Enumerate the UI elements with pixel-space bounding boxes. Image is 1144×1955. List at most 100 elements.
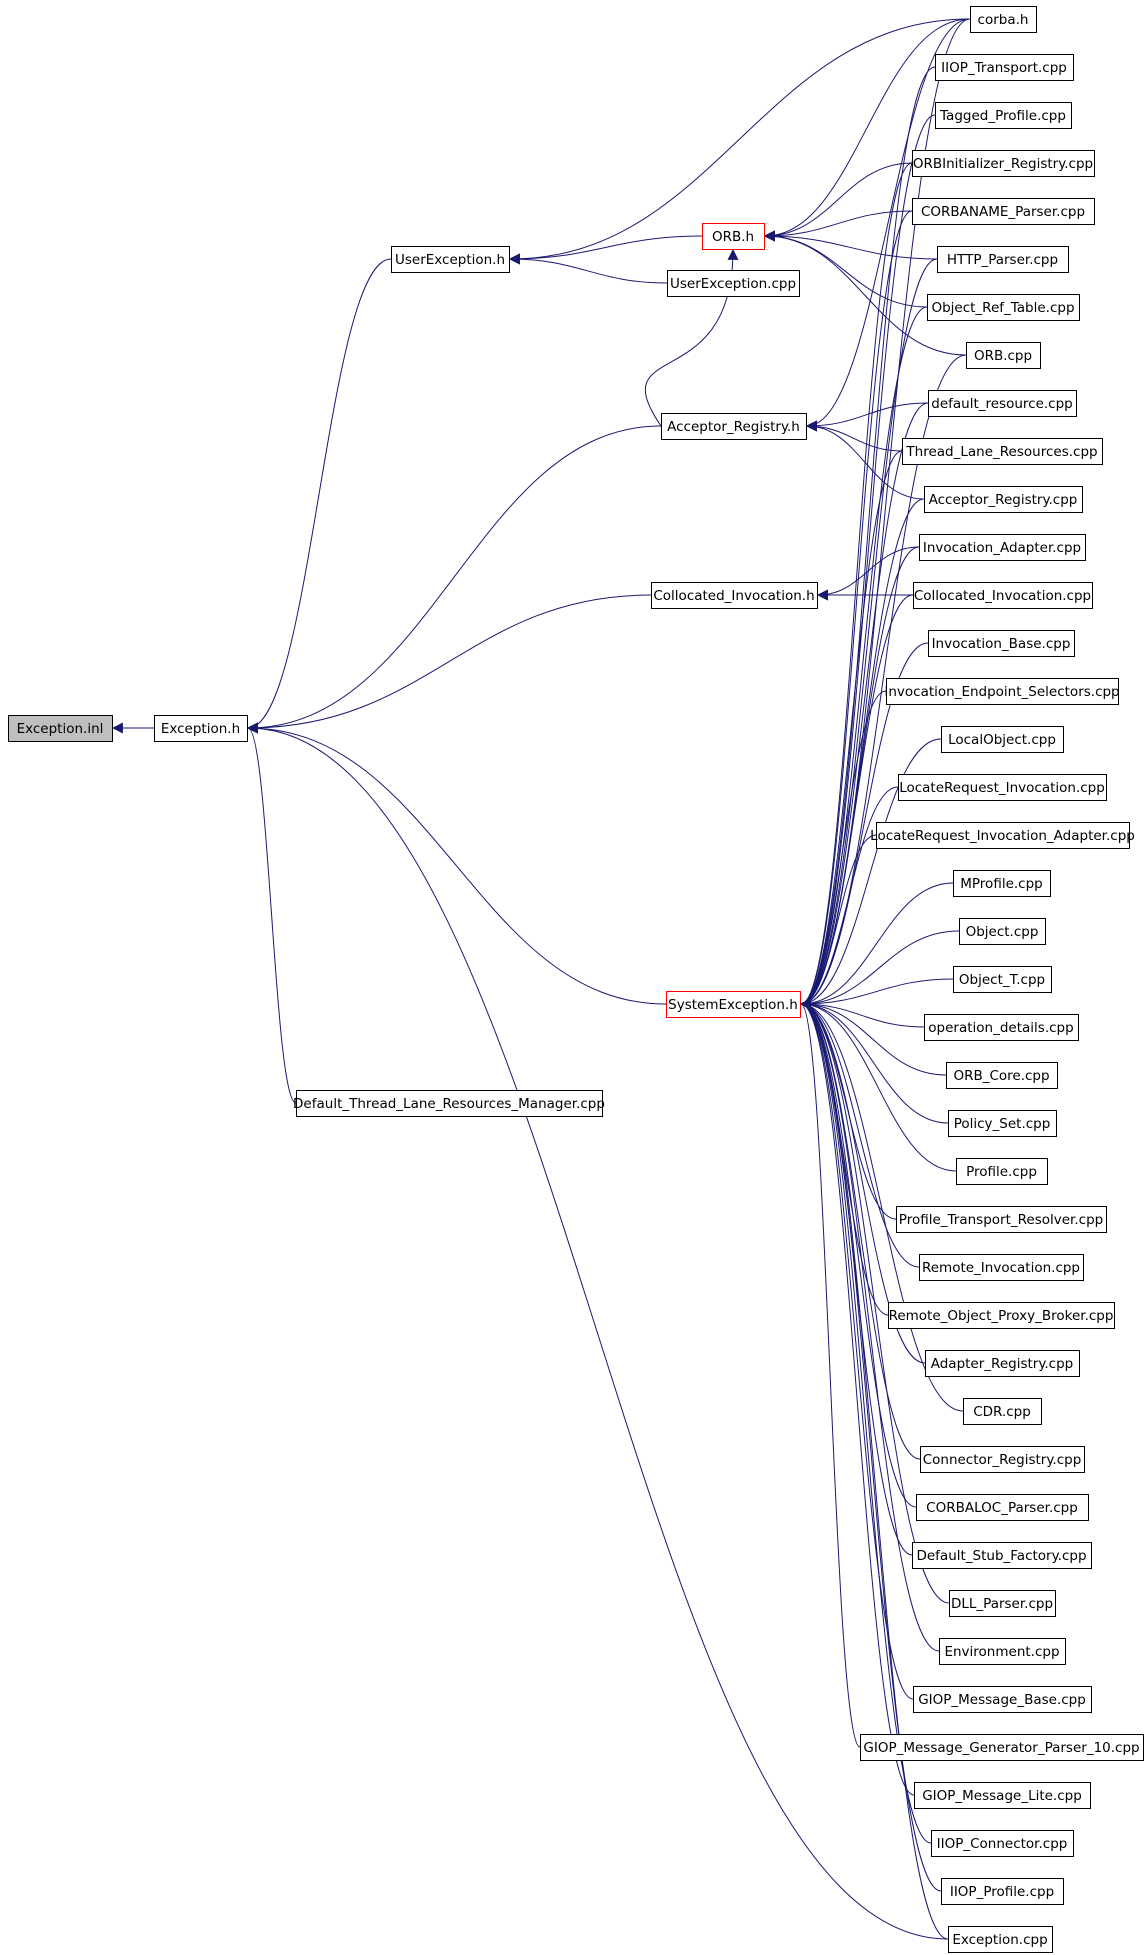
node-box: [920, 1446, 1085, 1473]
node-label: IIOP_Connector.cpp: [937, 1836, 1068, 1852]
node-exception-inl[interactable]: Exception.inl: [8, 715, 113, 742]
node-box: [935, 102, 1072, 129]
node-thread-lane-resources-cpp[interactable]: Thread_Lane_Resources.cpp: [902, 438, 1103, 465]
node-orb-h[interactable]: ORB.h: [702, 223, 765, 250]
node-corba-h[interactable]: corba.h: [970, 6, 1037, 33]
node-orb-cpp[interactable]: ORB.cpp: [966, 342, 1041, 369]
node-box: [8, 715, 113, 742]
node-profile-cpp[interactable]: Profile.cpp: [956, 1158, 1048, 1185]
node-tagged-profile-cpp[interactable]: Tagged_Profile.cpp: [935, 102, 1072, 129]
node-giop-message-base-cpp[interactable]: GIOP_Message_Base.cpp: [913, 1686, 1092, 1713]
node-cdr-cpp[interactable]: CDR.cpp: [963, 1398, 1042, 1425]
node-remote-invocation-cpp[interactable]: Remote_Invocation.cpp: [919, 1254, 1084, 1281]
node-label: Acceptor_Registry.cpp: [929, 492, 1078, 508]
node-box: [924, 486, 1083, 513]
edge-corba-h-to-acceptor-registry-h: [805, 18, 971, 432]
node-box: [953, 870, 1051, 897]
node-label: LocateRequest_Invocation_Adapter.cpp: [870, 828, 1135, 844]
node-box: [941, 726, 1064, 753]
node-box: [876, 822, 1130, 849]
node-box: [928, 630, 1075, 657]
node-locaterequest-invocation-cpp[interactable]: LocateRequest_Invocation.cpp: [898, 774, 1107, 801]
node-label: ORB_Core.cpp: [953, 1068, 1049, 1084]
node-mprofile-cpp[interactable]: MProfile.cpp: [953, 870, 1051, 897]
node-label: Tagged_Profile.cpp: [939, 108, 1066, 124]
node-userexception-cpp[interactable]: UserException.cpp: [667, 270, 800, 297]
node-box: [939, 1638, 1066, 1665]
node-box: [902, 438, 1103, 465]
node-environment-cpp[interactable]: Environment.cpp: [939, 1638, 1066, 1665]
edge-corbaname-parser-cpp-to-systemexception-h: [799, 210, 913, 1010]
node-localobject-cpp[interactable]: LocalObject.cpp: [941, 726, 1064, 753]
edge-default-resource-cpp-to-systemexception-h: [799, 402, 929, 1010]
edge-locaterequest-invocation-adapter-cpp-to-systemexception-h: [799, 834, 877, 1010]
node-box: [661, 413, 807, 440]
node-iiop-profile-cpp[interactable]: IIOP_Profile.cpp: [941, 1878, 1064, 1905]
edge-orb-cpp-to-orb-h: [763, 230, 967, 356]
node-invocation-endpoint-selectors-cpp[interactable]: Invocation_Endpoint_Selectors.cpp: [884, 678, 1120, 705]
node-box: [916, 1494, 1089, 1521]
node-operation-details-cpp[interactable]: operation_details.cpp: [924, 1014, 1079, 1041]
node-label: default_resource.cpp: [931, 396, 1073, 412]
node-iiop-transport-cpp[interactable]: IIOP_Transport.cpp: [935, 54, 1074, 81]
node-corbaloc-parser-cpp[interactable]: CORBALOC_Parser.cpp: [916, 1494, 1089, 1521]
node-label: HTTP_Parser.cpp: [947, 252, 1058, 268]
node-object-cpp[interactable]: Object.cpp: [959, 918, 1046, 945]
node-label: UserException.cpp: [670, 276, 796, 292]
node-box: [953, 966, 1052, 993]
node-box: [912, 150, 1095, 177]
node-http-parser-cpp[interactable]: HTTP_Parser.cpp: [937, 246, 1069, 273]
node-label: Acceptor_Registry.h: [667, 419, 800, 435]
node-box: [919, 1254, 1084, 1281]
node-label: GIOP_Message_Lite.cpp: [922, 1788, 1082, 1804]
node-label: IIOP_Profile.cpp: [950, 1884, 1054, 1900]
node-acceptor-registry-cpp[interactable]: Acceptor_Registry.cpp: [924, 486, 1083, 513]
node-profile-transport-resolver-cpp[interactable]: Profile_Transport_Resolver.cpp: [896, 1206, 1107, 1233]
node-object-t-cpp[interactable]: Object_T.cpp: [953, 966, 1052, 993]
node-orbinitializer-registry-cpp[interactable]: ORBInitializer_Registry.cpp: [912, 150, 1095, 177]
node-box: [970, 6, 1037, 33]
edge-orb-core-cpp-to-systemexception-h: [799, 998, 947, 1076]
node-exception-cpp[interactable]: Exception.cpp: [948, 1926, 1053, 1953]
node-corbaname-parser-cpp[interactable]: CORBANAME_Parser.cpp: [912, 198, 1095, 225]
node-policy-set-cpp[interactable]: Policy_Set.cpp: [948, 1110, 1057, 1137]
node-locaterequest-invocation-adapter-cpp[interactable]: LocateRequest_Invocation_Adapter.cpp: [870, 822, 1135, 849]
node-default-resource-cpp[interactable]: default_resource.cpp: [928, 390, 1077, 417]
node-box: [898, 774, 1107, 801]
node-box: [941, 1878, 1064, 1905]
node-box: [931, 1830, 1074, 1857]
edge-userexception-h-to-exception-h: [246, 258, 392, 734]
node-iiop-connector-cpp[interactable]: IIOP_Connector.cpp: [931, 1830, 1074, 1857]
node-box: [391, 246, 510, 273]
node-box: [651, 582, 818, 609]
node-systemexception-h[interactable]: SystemException.h: [666, 991, 801, 1018]
edge-invocation-endpoint-selectors-cpp-to-systemexception-h: [799, 690, 887, 1010]
edge-http-parser-cpp-to-orb-h: [763, 230, 938, 260]
node-invocation-adapter-cpp[interactable]: Invocation_Adapter.cpp: [919, 534, 1086, 561]
node-collocated-invocation-h[interactable]: Collocated_Invocation.h: [651, 582, 818, 609]
edge-remote-object-proxy-broker-cpp-to-systemexception-h: [799, 998, 889, 1316]
node-box: [702, 223, 765, 250]
edge-iiop-transport-cpp-to-systemexception-h: [799, 66, 936, 1010]
node-remote-object-proxy-broker-cpp[interactable]: Remote_Object_Proxy_Broker.cpp: [888, 1302, 1115, 1329]
node-default-stub-factory-cpp[interactable]: Default_Stub_Factory.cpp: [912, 1542, 1092, 1569]
node-acceptor-registry-h[interactable]: Acceptor_Registry.h: [661, 413, 807, 440]
node-giop-message-lite-cpp[interactable]: GIOP_Message_Lite.cpp: [914, 1782, 1091, 1809]
node-box: [886, 678, 1119, 705]
node-label: CORBALOC_Parser.cpp: [926, 1500, 1078, 1516]
edge-orbinitializer-registry-cpp-to-systemexception-h: [799, 162, 913, 1010]
node-label: Object_T.cpp: [959, 972, 1045, 988]
node-object-ref-table-cpp[interactable]: Object_Ref_Table.cpp: [927, 294, 1080, 321]
node-exception-h[interactable]: Exception.h: [154, 715, 248, 742]
node-userexception-h[interactable]: UserException.h: [391, 246, 510, 273]
node-connector-registry-cpp[interactable]: Connector_Registry.cpp: [920, 1446, 1085, 1473]
node-giop-message-generator-parser-10-cpp[interactable]: GIOP_Message_Generator_Parser_10.cpp: [860, 1734, 1144, 1761]
node-orb-core-cpp[interactable]: ORB_Core.cpp: [946, 1062, 1058, 1089]
node-invocation-base-cpp[interactable]: Invocation_Base.cpp: [928, 630, 1075, 657]
node-collocated-invocation-cpp[interactable]: Collocated_Invocation.cpp: [913, 582, 1093, 609]
node-dll-parser-cpp[interactable]: DLL_Parser.cpp: [949, 1590, 1056, 1617]
node-box: [667, 270, 800, 297]
node-adapter-registry-cpp[interactable]: Adapter_Registry.cpp: [925, 1350, 1080, 1377]
node-default-thread-lane-resources-manager-cpp[interactable]: Default_Thread_Lane_Resources_Manager.cp…: [293, 1090, 605, 1117]
